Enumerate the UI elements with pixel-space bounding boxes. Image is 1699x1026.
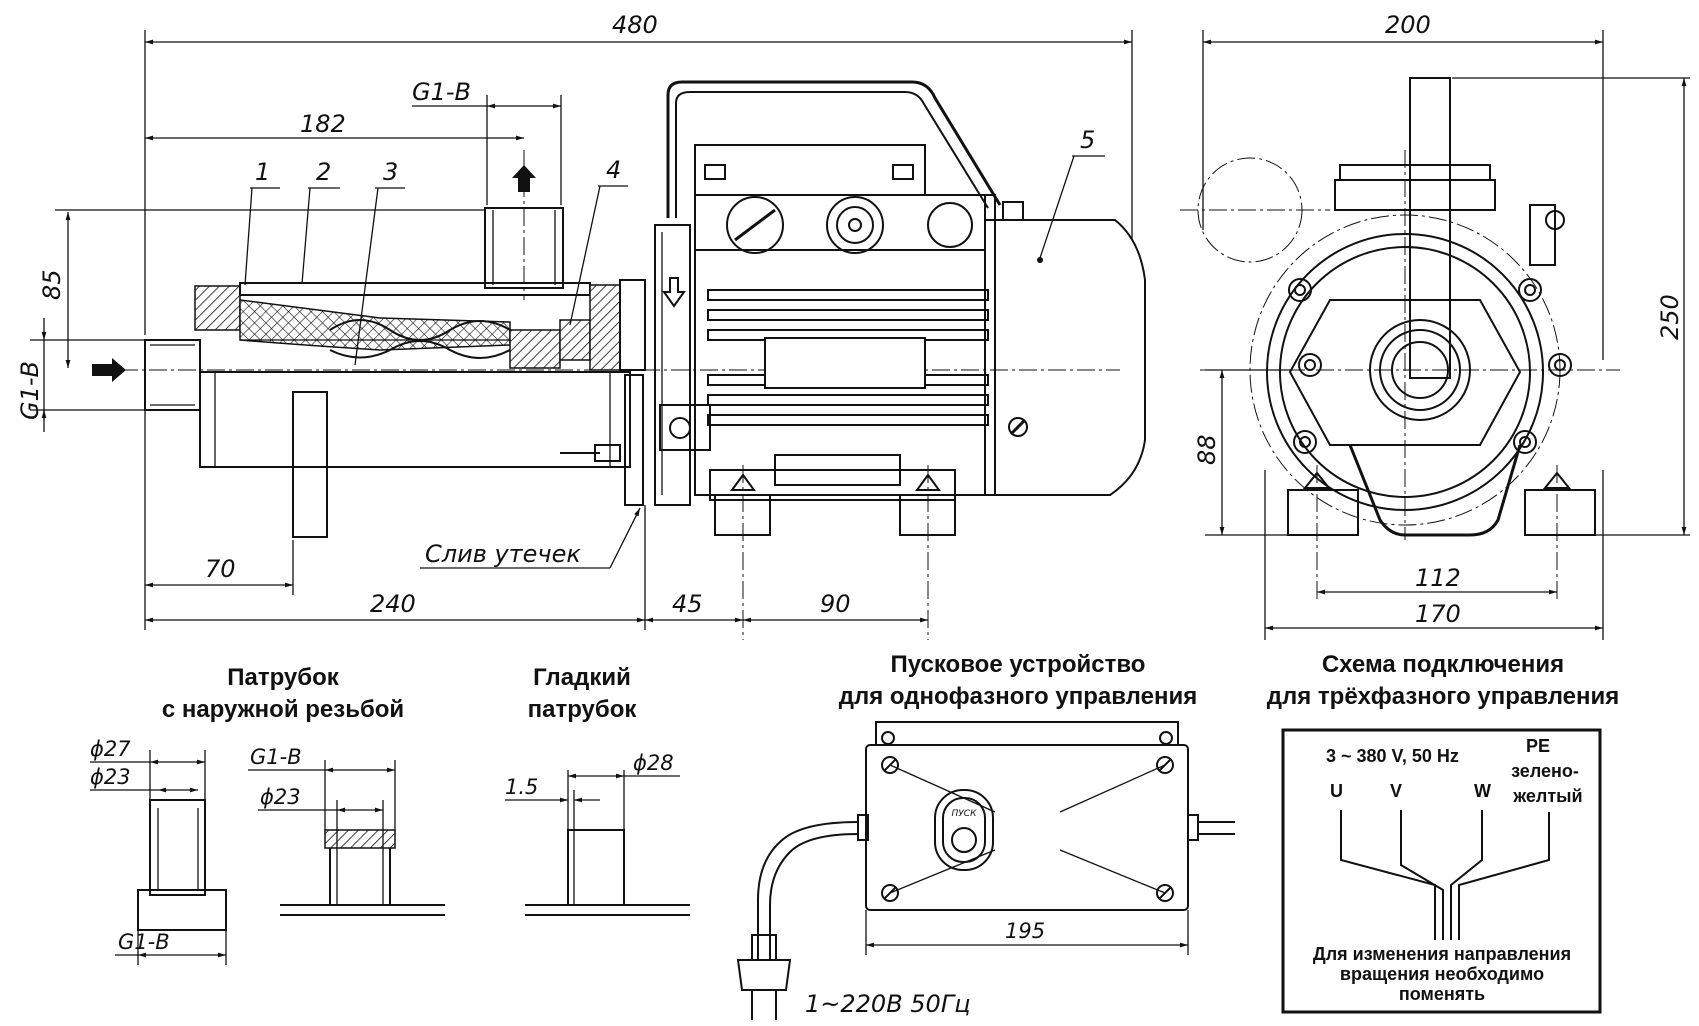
threaded-nozzle-title-1: Патрубок [227,664,340,691]
phase-w: W [1474,781,1491,801]
pe-color-2: желтый [1512,786,1582,806]
dim-outlet-thread: G1-B [412,78,471,106]
dim-overall-length: 480 [612,11,658,39]
thread-bottom: G1-B [118,930,170,954]
smooth-nozzle-title-1: Гладкий [533,664,631,691]
callout-5: 5 [1080,126,1095,154]
supply-label: 1~220В 50Гц [805,990,971,1018]
drain-label: Слив утечек [425,540,581,568]
wiring-scheme: Схема подключения для трёхфазного управл… [1267,651,1620,1014]
note-line-3: поменять [1399,984,1485,1004]
dim-182: 182 [300,110,346,138]
dim-45: 45 [672,590,703,618]
starter-title-1: Пусковое устройство [891,651,1146,678]
wiring-title-2: для трёхфазного управления [1267,683,1620,710]
dim-shaft-height: 88 [1193,434,1221,465]
starter-title-2: для однофазного управления [839,683,1197,710]
pump-end-view [1180,77,1620,600]
pump-side-view [92,80,1146,640]
dim-mount-spacing: 112 [1415,564,1461,592]
note-line-2: вращения необходимо [1340,964,1544,984]
callout-4: 4 [606,156,621,184]
note-line-1: Для изменения направления [1313,944,1571,964]
smooth-nozzle-title-2: патрубок [528,696,638,723]
ground-symbol-icon [1008,417,1028,437]
threaded-nozzle-section: Патрубок с наружной резьбой ϕ27 ϕ23 G1-B… [90,664,445,965]
dim-70: 70 [205,555,236,583]
inlet-flow-arrow [92,358,126,382]
starter-width: 195 [1005,919,1045,943]
smooth-diameter: ϕ28 [633,751,674,775]
d-inner2: ϕ23 [260,785,301,809]
threaded-nozzle-title-2: с наружной резьбой [162,696,404,723]
part-callouts: 1 2 3 4 5 [244,126,1105,366]
d-outer: ϕ27 [90,737,131,761]
thread-top: G1-B [250,745,302,769]
dim-base-width: 170 [1415,600,1461,628]
end-view-dimensions: 200 250 88 112 170 [1193,11,1690,640]
dim-end-height: 250 [1656,294,1684,340]
start-button-label: ПУСК [952,809,978,819]
phase-v: V [1390,781,1402,801]
voltage-label: 3 ~ 380 V, 50 Hz [1326,746,1459,766]
main-view-dimensions: 480 182 G1-B 85 G1-B 70 240 45 90 [16,11,1133,630]
dim-inlet-thread: G1-B [16,361,44,420]
dim-85: 85 [38,269,66,300]
callout-3: 3 [383,158,398,186]
dim-90: 90 [820,590,851,618]
phase-u: U [1330,781,1343,801]
dim-end-width: 200 [1385,11,1431,39]
smooth-wall: 1.5 [505,775,538,799]
smooth-nozzle-section: Гладкий патрубок ϕ28 1.5 [505,664,690,916]
d-inner: ϕ23 [90,765,131,789]
wiring-title-1: Схема подключения [1322,651,1564,678]
pe-label: PE [1526,736,1550,756]
dim-240: 240 [370,590,416,618]
starter-device: Пусковое устройство для однофазного упра… [736,651,1235,1020]
callout-2: 2 [316,158,331,186]
pe-color-1: зелено- [1511,761,1579,781]
callout-1: 1 [255,158,270,186]
outlet-flow-arrow [512,165,536,192]
